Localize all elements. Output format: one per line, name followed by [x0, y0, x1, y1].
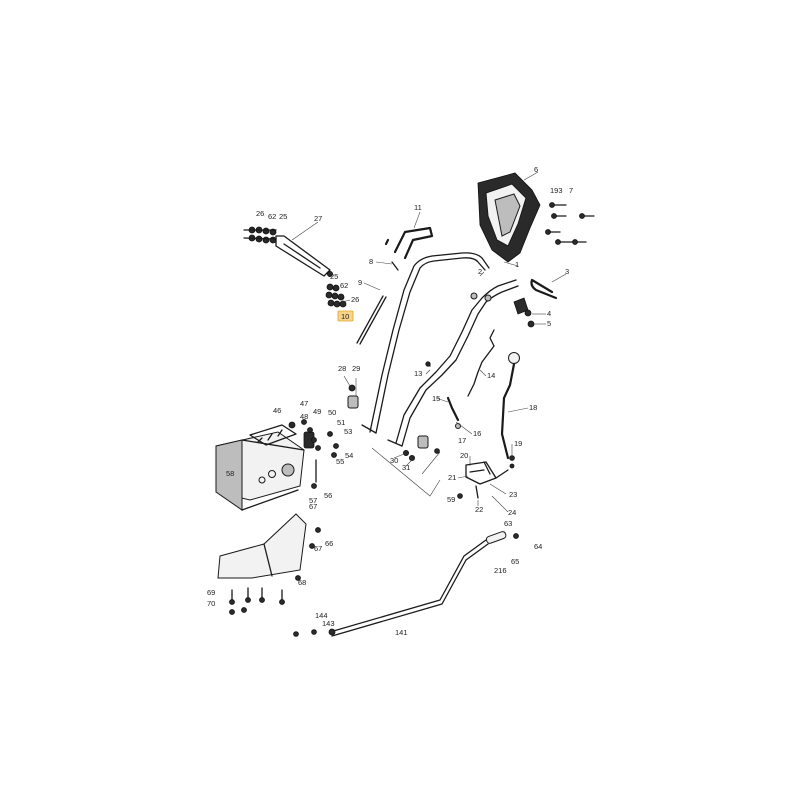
callout-55: 55: [336, 457, 344, 466]
callout-54: 54: [345, 451, 353, 460]
shift-lever: [500, 352, 520, 460]
callout-31: 31: [402, 463, 410, 472]
callout-143: 143: [322, 619, 335, 628]
callout-48: 48: [300, 412, 308, 421]
callout-11: 11: [414, 203, 422, 212]
callout-193: 193: [550, 186, 563, 195]
callout-141: 141: [395, 628, 408, 637]
callout-58: 58: [226, 469, 234, 478]
bracket-assembly: [275, 235, 333, 277]
callout-24: 24: [508, 508, 516, 517]
bolt-set-top-right: [545, 202, 595, 245]
spring-rod: [425, 329, 495, 422]
callout-69: 69: [207, 588, 215, 597]
callout-23: 23: [509, 490, 517, 499]
callout-19: 19: [514, 439, 522, 448]
washer-stack-middle: [325, 283, 347, 308]
callout-16: 16: [473, 429, 481, 438]
callout-15: 15: [432, 394, 440, 403]
assembly-reference-line: [371, 447, 441, 497]
callout-2: 2: [478, 267, 482, 276]
callout-67-right: 67: [314, 544, 322, 553]
callout-57: 57: [309, 496, 317, 505]
callout-1: 1: [515, 260, 519, 269]
main-handle: [361, 252, 519, 447]
callout-65: 65: [511, 557, 519, 566]
callout-8: 8: [369, 257, 373, 266]
shift-rod: [293, 531, 519, 637]
bottom-bolts: [229, 587, 285, 615]
callout-9: 9: [358, 278, 362, 287]
callout-70: 70: [207, 599, 215, 608]
bottom-plate: [217, 513, 321, 581]
callout-5: 5: [547, 319, 551, 328]
callout-26-top: 26: [256, 209, 264, 218]
gearbox-housing: [215, 419, 339, 511]
callout-64: 64: [534, 542, 542, 551]
callout-47: 47: [300, 399, 308, 408]
callout-66: 66: [325, 539, 333, 548]
callout-30: 30: [390, 456, 398, 465]
lever-bracket: [457, 455, 515, 499]
fastener-17: [455, 423, 461, 429]
callout-18: 18: [529, 403, 537, 412]
callout-10-highlight: [337, 310, 354, 322]
fastener-5: [527, 320, 535, 328]
callout-labels: 6 193 7 1 2 3 4 5 11 8 9 10 26 62 25 27 …: [207, 165, 573, 637]
callout-25-top: 25: [279, 212, 287, 221]
callout-6: 6: [534, 165, 538, 174]
callout-53: 53: [344, 427, 352, 436]
callout-56: 56: [324, 491, 332, 500]
callout-3: 3: [565, 267, 569, 276]
callout-28: 28: [338, 364, 346, 373]
callout-51: 51: [337, 418, 345, 427]
callout-27: 27: [314, 214, 322, 223]
callout-25-mid: 25: [330, 272, 338, 281]
callout-216: 216: [494, 566, 507, 575]
washer-stack-top: [243, 226, 277, 244]
callout-26-mid: 26: [351, 295, 359, 304]
callout-49: 49: [313, 407, 321, 416]
callout-67-left: 67: [309, 502, 317, 511]
callout-144: 144: [315, 611, 328, 620]
callout-21: 21: [448, 473, 456, 482]
callout-29: 29: [352, 364, 360, 373]
callout-10: 10: [341, 312, 349, 321]
callout-13: 13: [414, 369, 422, 378]
upper-lever: [393, 226, 434, 260]
pivot-hardware: [402, 435, 440, 461]
callout-20: 20: [460, 451, 468, 460]
callout-59: 59: [447, 495, 455, 504]
callout-7: 7: [569, 186, 573, 195]
collar-nut: [347, 384, 359, 409]
callout-50: 50: [328, 408, 336, 417]
callout-14: 14: [487, 371, 495, 380]
fastener-4: [524, 309, 532, 317]
callout-22: 22: [475, 505, 483, 514]
callout-46: 46: [273, 406, 281, 415]
callout-4: 4: [547, 309, 551, 318]
dashboard-cover: [477, 172, 541, 263]
callout-62-top: 62: [268, 212, 276, 221]
callout-63: 63: [504, 519, 512, 528]
leader-lines: [291, 171, 567, 513]
callout-17: 17: [458, 436, 466, 445]
control-cable: [356, 238, 399, 345]
callout-68: 68: [298, 578, 306, 587]
callout-62-mid: 62: [340, 281, 348, 290]
